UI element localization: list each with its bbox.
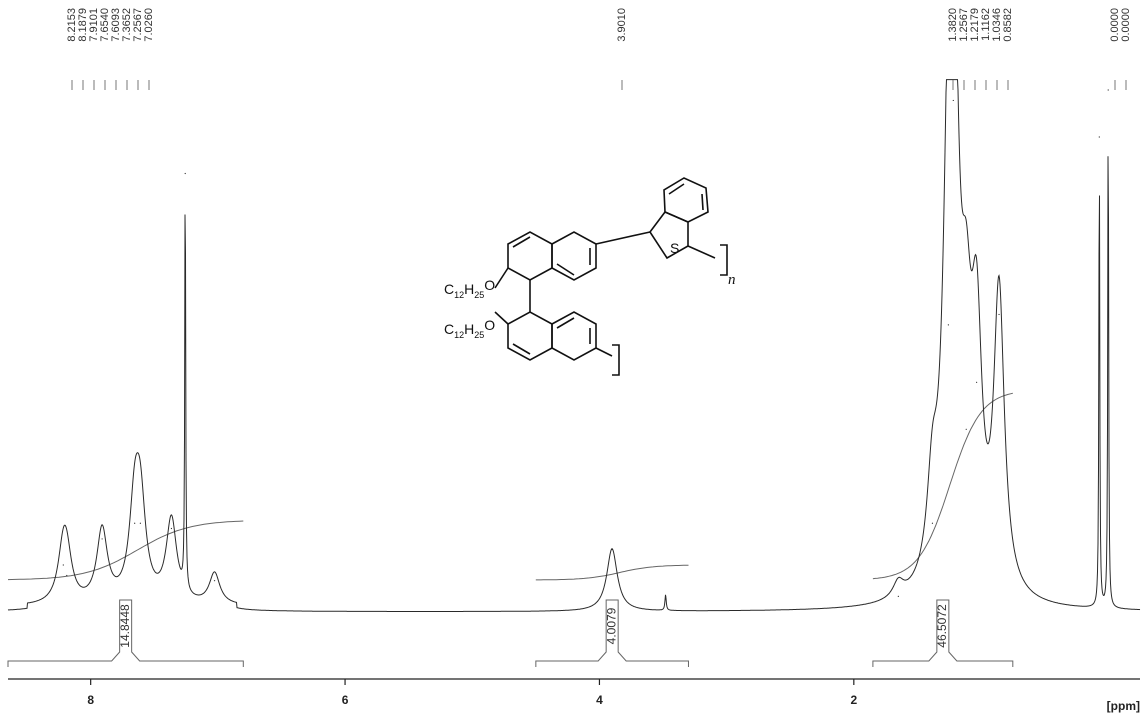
integral-bracket bbox=[7, 599, 244, 667]
peak-marker bbox=[998, 313, 1000, 316]
peak-marker bbox=[965, 428, 967, 430]
peak-label: 8.1879 bbox=[77, 8, 89, 42]
upper-ring-double-bond-2 bbox=[556, 263, 575, 276]
peak-label: 8.2153 bbox=[66, 8, 78, 42]
thiophene-ring bbox=[649, 211, 689, 260]
lower-o-bond bbox=[494, 311, 509, 325]
peak-label: 7.2567 bbox=[132, 8, 144, 42]
integral-curve bbox=[535, 564, 689, 581]
sulfur-atom-label: S bbox=[670, 240, 679, 256]
x-tick-label: 2 bbox=[850, 693, 857, 707]
x-axis-unit: [ppm] bbox=[1107, 699, 1140, 713]
upper-naphthalene-ring-a bbox=[507, 231, 553, 281]
peak-marker bbox=[611, 548, 613, 550]
thiophene-to-polymer-bond bbox=[687, 245, 716, 259]
peak-label: 1.3820 bbox=[947, 8, 959, 42]
substituent-2-label: C12H25O bbox=[444, 317, 495, 340]
peak-marker bbox=[897, 595, 899, 597]
peak-marker bbox=[664, 595, 667, 597]
benzo-ring bbox=[663, 177, 709, 223]
peak-label: 1.1162 bbox=[980, 8, 992, 41]
peak-label: 1.0346 bbox=[991, 8, 1003, 42]
x-axis-ticks: 8 6 4 2 bbox=[87, 679, 857, 707]
integral-curve bbox=[7, 520, 244, 581]
peak-marker bbox=[1098, 136, 1100, 138]
integral-curve bbox=[872, 392, 1013, 580]
peak-marker bbox=[62, 564, 64, 566]
repeat-index-label: n bbox=[728, 272, 736, 288]
integral-bracket bbox=[872, 599, 1014, 667]
structure-labels: C12H25O C12H25O S n bbox=[444, 240, 736, 340]
benzo-double-bond-2 bbox=[701, 193, 704, 211]
upper-naphthalene-ring-b bbox=[551, 231, 597, 281]
integral-curves bbox=[7, 392, 1013, 581]
integral-value: 4.0079 bbox=[604, 607, 618, 644]
peak-marker bbox=[134, 522, 136, 524]
substituent-1-label: C12H25O bbox=[444, 277, 495, 300]
upper-o-bond bbox=[494, 267, 509, 289]
peak-label: 7.6093 bbox=[110, 8, 122, 42]
peak-label: 1.2567 bbox=[958, 8, 970, 42]
peak-marker bbox=[184, 172, 186, 175]
peak-label: 1.2179 bbox=[969, 8, 981, 42]
x-tick-label: 4 bbox=[596, 693, 603, 707]
lower-ring-double-bond-2 bbox=[556, 317, 575, 329]
peak-marker bbox=[976, 381, 978, 383]
peak-label: 7.9101 bbox=[88, 8, 100, 42]
integral-value: 14.8448 bbox=[118, 604, 132, 648]
peak-marker bbox=[139, 522, 141, 524]
peak-marker bbox=[66, 574, 68, 577]
lower-to-polymer-bond bbox=[595, 347, 613, 357]
x-tick-label: 6 bbox=[342, 693, 349, 707]
peak-marker bbox=[213, 580, 216, 582]
upper-ring-double-bond-1 bbox=[512, 236, 531, 248]
repeat-bracket-lower bbox=[612, 344, 620, 376]
peak-label: 3.9010 bbox=[616, 8, 628, 42]
benzo-double-bond-1 bbox=[668, 183, 685, 195]
peak-label: 7.3652 bbox=[121, 8, 133, 42]
peak-marker bbox=[931, 522, 934, 524]
peak-label: 0.0000 bbox=[1109, 8, 1121, 42]
x-tick-label: 8 bbox=[87, 693, 94, 707]
repeat-bracket-upper bbox=[720, 244, 728, 276]
link-bond-naph-thiophene bbox=[595, 231, 651, 245]
integral-bracket bbox=[535, 599, 689, 667]
peak-marker bbox=[1107, 89, 1109, 91]
peak-marker bbox=[947, 324, 949, 326]
peak-label: 0.0000 bbox=[1120, 8, 1132, 42]
spectrum-trace bbox=[7, 79, 1141, 612]
peak-label: 7.6540 bbox=[99, 8, 111, 42]
peak-label: 7.0260 bbox=[143, 8, 155, 42]
lower-naphthalene-ring-a bbox=[507, 311, 553, 361]
lower-ring-double-bond-1 bbox=[512, 343, 531, 355]
peak-markers bbox=[62, 89, 1109, 597]
integral-value: 46.5072 bbox=[935, 604, 949, 648]
peak-label: 0.8582 bbox=[1002, 8, 1014, 42]
chemical-structure bbox=[494, 177, 728, 376]
integral-regions: 14.8448 4.0079 46.5072 bbox=[7, 599, 1014, 667]
peak-marker bbox=[952, 99, 954, 102]
peak-marker bbox=[170, 527, 173, 530]
peak-marker bbox=[101, 538, 103, 540]
